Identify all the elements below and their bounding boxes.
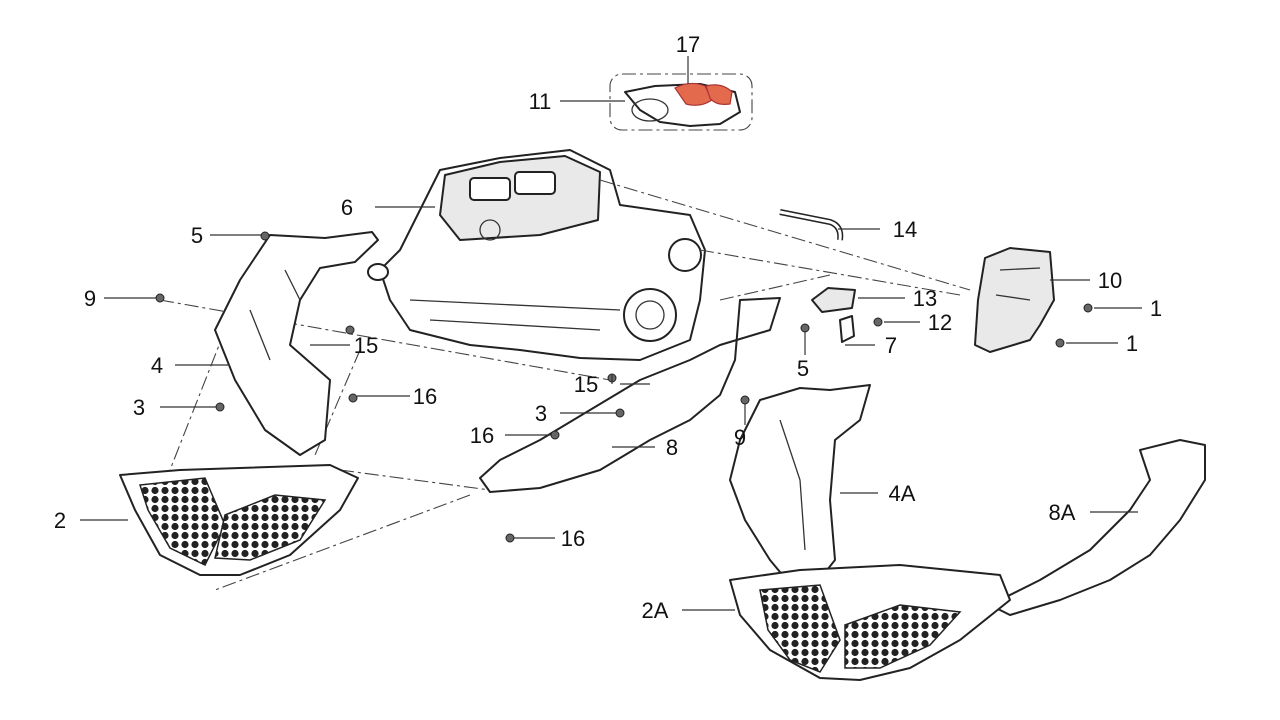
- callout-labels: 17 11 6 14 5 10 9 13 1 12 15 1 7 4 5 15 …: [54, 32, 1162, 623]
- side-cowl-4: [214, 231, 379, 456]
- callout-9: 9: [84, 286, 96, 311]
- callout-16-center: 16: [470, 423, 494, 448]
- grille-mesh-right: [214, 494, 327, 561]
- lower-fairing-8: [479, 297, 781, 493]
- callout-7: 7: [885, 333, 897, 358]
- engine-starter: [668, 238, 702, 272]
- callout-6: 6: [341, 195, 353, 220]
- throttle-body-group: [609, 73, 753, 131]
- callout-2A: 2A: [642, 598, 669, 623]
- callout-2: 2: [54, 508, 66, 533]
- small-fasteners: [155, 231, 810, 543]
- callout-14: 14: [893, 217, 917, 242]
- engine-cam-cover-left: [469, 177, 511, 201]
- throttle-body-bore: [631, 98, 669, 122]
- callout-9-right: 9: [734, 425, 746, 450]
- callout-10: 10: [1098, 268, 1122, 293]
- callout-8: 8: [666, 435, 678, 460]
- bolt-1-lower: [1055, 338, 1065, 348]
- bracket-13: [811, 287, 856, 313]
- breather-hose: [779, 209, 844, 241]
- callout-15: 15: [354, 333, 378, 358]
- bolt-12: [873, 317, 883, 327]
- callout-16-lower: 16: [561, 526, 585, 551]
- callout-17: 17: [676, 32, 700, 57]
- grille-mesh-left-2A: [759, 584, 841, 673]
- callout-11: 11: [529, 89, 552, 114]
- grille-mesh-left: [139, 477, 226, 566]
- engine-cvt-hub: [635, 300, 665, 330]
- engine-intake-port: [367, 263, 389, 281]
- lower-fairing-8A: [989, 439, 1206, 616]
- callout-1: 1: [1150, 296, 1162, 321]
- engine-cam-cover-right: [514, 171, 556, 195]
- callout-3-center: 3: [535, 401, 547, 426]
- callout-4: 4: [151, 353, 163, 378]
- clip-7: [839, 315, 855, 343]
- grille-mesh-right-2A: [844, 604, 962, 669]
- callout-5: 5: [191, 223, 203, 248]
- engine-spark-port: [479, 219, 501, 241]
- engine-assembly: [367, 149, 706, 361]
- leader-lines: [80, 56, 1142, 611]
- engine-cvt-cover: [623, 288, 677, 342]
- bolt-1-upper: [1083, 303, 1093, 313]
- engine-crankcase-lines: [409, 299, 621, 331]
- callout-13: 13: [913, 286, 937, 311]
- callout-4A: 4A: [889, 481, 916, 506]
- callout-12: 12: [928, 310, 952, 335]
- callout-15-center: 15: [574, 372, 598, 397]
- throttle-body-dashed-box: [609, 73, 753, 131]
- throttle-body-highlight-part-2: [705, 84, 733, 105]
- callout-5-right: 5: [797, 356, 809, 381]
- callout-16: 16: [413, 384, 437, 409]
- callout-3: 3: [133, 395, 145, 420]
- callout-8A: 8A: [1049, 500, 1076, 525]
- rear-cover-10: [974, 247, 1055, 353]
- callout-1-lower: 1: [1126, 331, 1138, 356]
